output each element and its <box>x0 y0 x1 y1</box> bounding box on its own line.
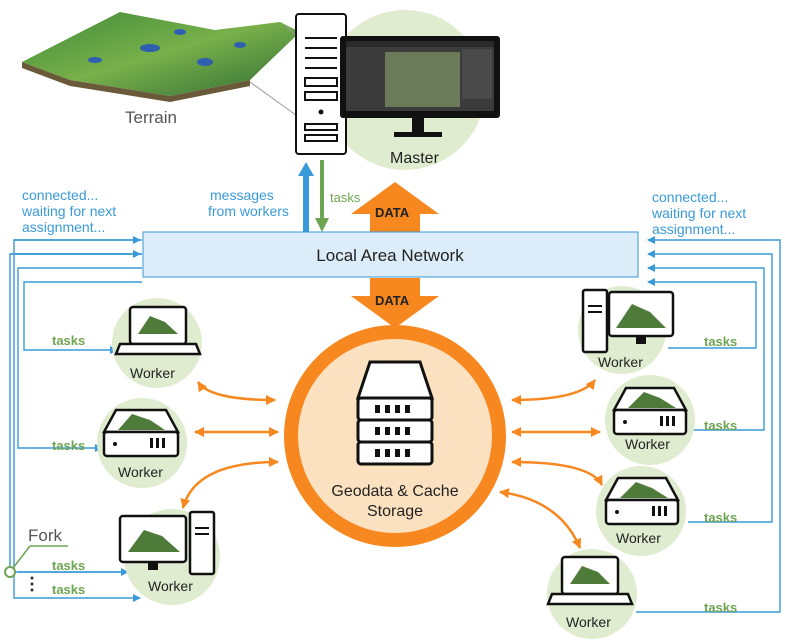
worker-label: Worker <box>598 354 643 370</box>
lan-box <box>142 231 639 278</box>
data-arrow-down <box>351 278 439 328</box>
master-label: Master <box>390 150 440 167</box>
worker-right-4: Worker <box>546 549 637 639</box>
tasks-label-master: tasks <box>330 190 361 205</box>
master-monitor-icon <box>340 36 500 137</box>
lan-label: Local Area Network <box>316 246 464 265</box>
tasks-label-w2: tasks <box>52 438 85 453</box>
worker-left-3: Worker <box>118 509 220 605</box>
worker-label: Worker <box>130 365 175 381</box>
worker-label: Worker <box>625 436 670 452</box>
worker-right-3: Worker <box>596 466 686 556</box>
tasks-label-w3: tasks <box>52 558 85 573</box>
data-label-bottom: DATA <box>375 293 410 308</box>
worker-label: Worker <box>118 464 163 480</box>
tasks-label-w1: tasks <box>52 333 85 348</box>
storage-label-1: Geodata & Cache <box>331 483 458 500</box>
worker-right-2: Worker <box>605 375 695 465</box>
fork-marker <box>4 545 68 592</box>
worker-right-1: Worker <box>578 286 675 374</box>
tasks-label-w6: tasks <box>704 418 737 433</box>
messages-label-2: from workers <box>208 203 289 219</box>
worker-label: Worker <box>616 530 661 546</box>
messages-label-1: messages <box>210 187 274 203</box>
tasks-label-w8: tasks <box>704 600 737 615</box>
status-right-1: connected... <box>652 189 728 205</box>
terrain-render <box>22 12 301 119</box>
data-label-top: DATA <box>375 205 410 220</box>
status-left-2: waiting for next <box>21 203 116 219</box>
status-left-3: assignment... <box>22 219 105 235</box>
worker-left-2: Worker <box>97 398 187 488</box>
right-status-text: connected... waiting for next assignment… <box>651 189 746 237</box>
fork-label: Fork <box>28 526 63 545</box>
storage-label-2: Storage <box>367 503 423 520</box>
storage-worker-arrows <box>180 379 604 549</box>
tasks-label-w5: tasks <box>704 334 737 349</box>
tasks-label-w4: tasks <box>52 582 85 597</box>
master-tower-icon <box>295 13 347 155</box>
right-connection-lines <box>636 236 781 613</box>
status-right-2: waiting for next <box>651 205 746 221</box>
data-arrow-up <box>351 182 439 232</box>
status-right-3: assignment... <box>652 221 735 237</box>
worker-label: Worker <box>148 578 193 594</box>
left-status-text: connected... waiting for next assignment… <box>21 187 116 235</box>
worker-left-1: Worker <box>112 298 202 388</box>
worker-label: Worker <box>566 614 611 630</box>
tasks-label-w7: tasks <box>704 510 737 525</box>
terrain-label: Terrain <box>125 108 177 127</box>
status-left-1: connected... <box>22 187 98 203</box>
